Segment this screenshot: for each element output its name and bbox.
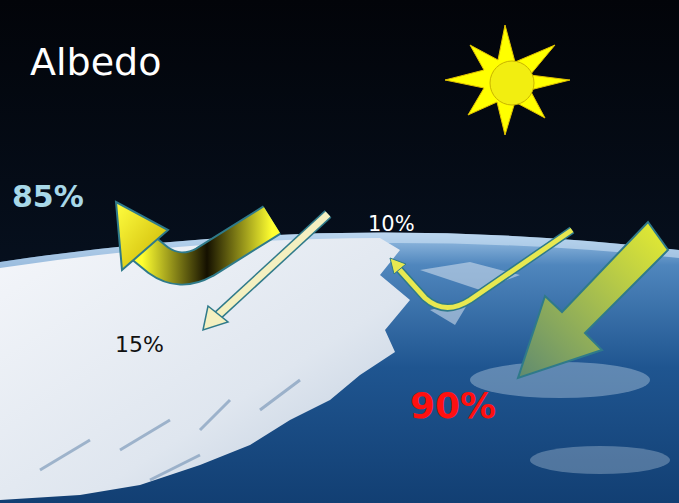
percentage-label: 10% xyxy=(368,213,415,236)
percentage-label: 15% xyxy=(115,333,164,357)
diagram-title: Albedo xyxy=(30,42,161,84)
percentage-label: 90% xyxy=(410,386,496,426)
percentage-label: 85% xyxy=(12,180,84,213)
